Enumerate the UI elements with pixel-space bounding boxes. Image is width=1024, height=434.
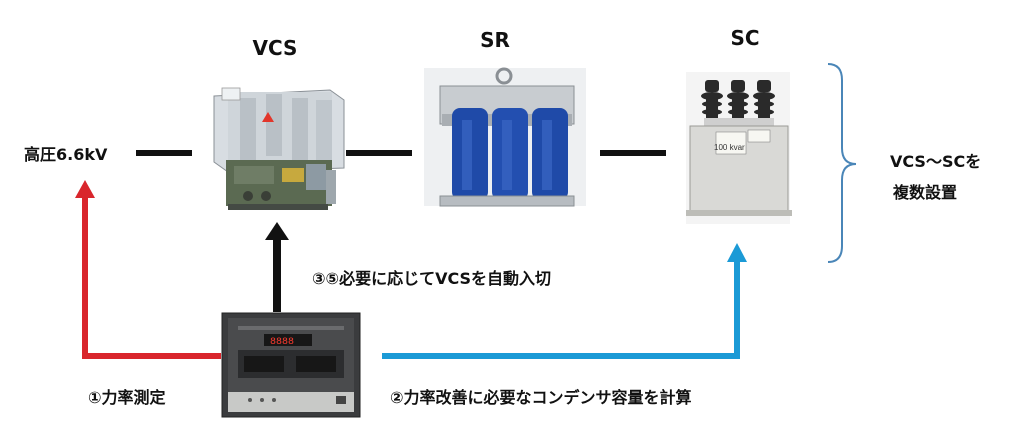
group-brace	[827, 63, 857, 263]
high-voltage-label: 高圧6.6kV	[24, 145, 108, 164]
step-switch-label: ③⑤必要に応じてVCSを自動入切	[312, 269, 552, 288]
wire-sr-sc	[600, 150, 666, 156]
sr-title: SR	[480, 28, 510, 52]
calculate-arrow	[382, 260, 740, 359]
step-measure-label: ①力率測定	[88, 388, 166, 407]
wire-vcs-sr	[346, 150, 412, 156]
group-note-line2: 複数設置	[893, 183, 958, 202]
capacitor-rating-label: 100 kvar	[714, 143, 745, 152]
wire-source-vcs	[136, 150, 192, 156]
measure-arrow	[82, 195, 221, 359]
switch-arrow-head	[265, 222, 289, 240]
group-note-line1: VCS〜SCを	[890, 152, 982, 171]
switch-arrow	[273, 236, 281, 312]
measure-arrow-head	[75, 180, 95, 198]
sc-title: SC	[730, 26, 760, 50]
vcs-device-image	[213, 87, 345, 210]
controller-display: 8888	[270, 337, 294, 348]
sr-device-image	[424, 67, 586, 207]
sc-device-image	[686, 72, 792, 224]
vcs-title: VCS	[252, 36, 298, 60]
calculate-arrow-head	[727, 243, 747, 262]
controller-device-image	[221, 312, 361, 418]
step-calculate-label: ②力率改善に必要なコンデンサ容量を計算	[390, 388, 692, 407]
